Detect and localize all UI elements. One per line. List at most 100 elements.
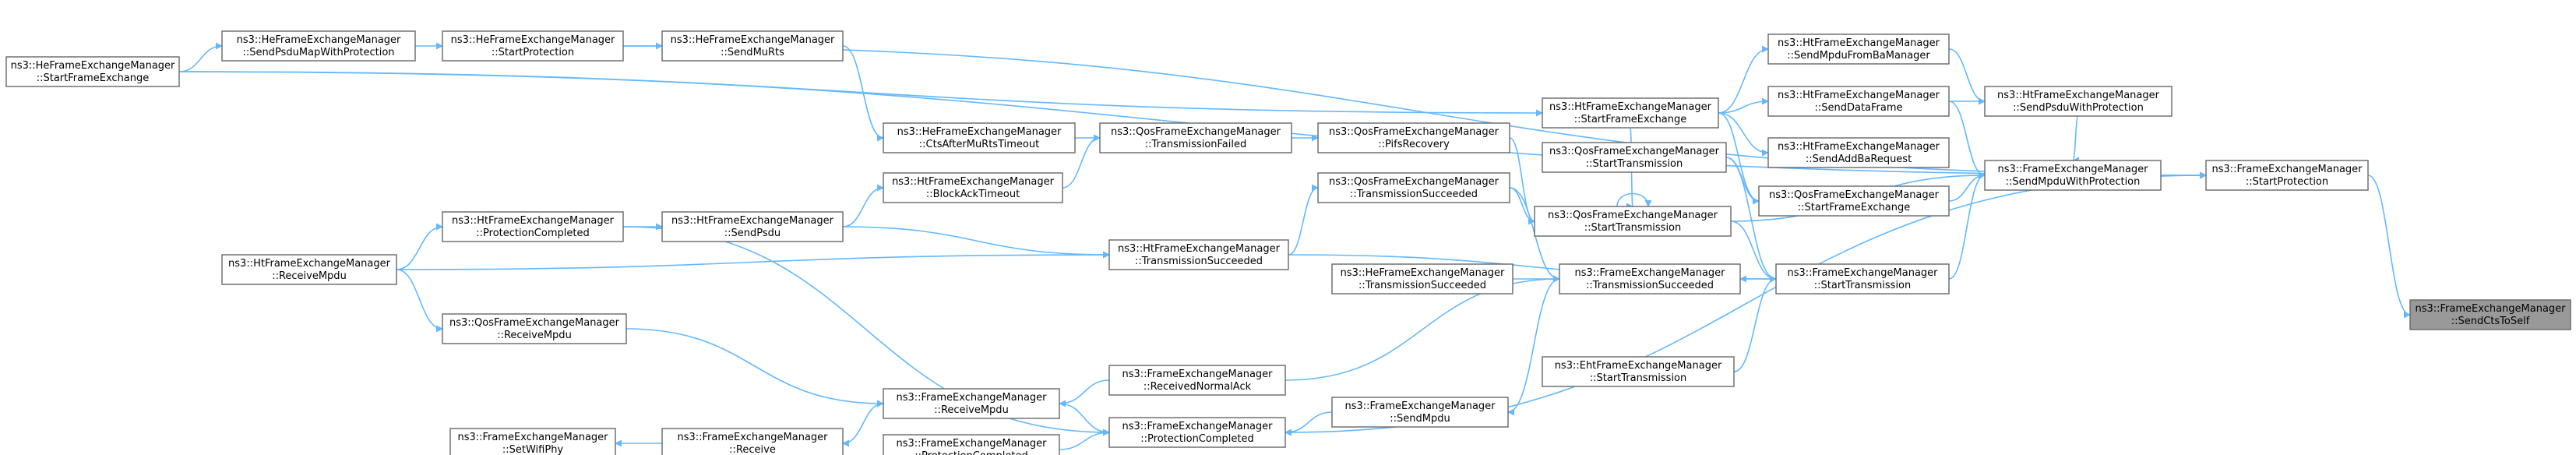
graph-node[interactable]: ns3::HtFrameExchangeManager::Transmissio…: [1108, 239, 1289, 270]
graph-node[interactable]: ns3::FrameExchangeManager::SendCtsToSelf: [2409, 299, 2571, 330]
call-edge: [1059, 429, 1110, 450]
graph-node[interactable]: ns3::QosFrameExchangeManager::Transmissi…: [1317, 172, 1510, 203]
node-box: [883, 434, 1060, 455]
node-box: [661, 30, 844, 62]
graph-node[interactable]: ns3::FrameExchangeManager::SendMpdu: [1331, 397, 1509, 428]
call-edge: [1509, 187, 1535, 225]
node-label-method: ::ReceivedNormalAck: [1144, 381, 1252, 393]
node-label-class: ns3::HtFrameExchangeManager: [892, 176, 1055, 188]
graph-node[interactable]: ns3::HeFrameExchangeManager::Transmissio…: [1331, 263, 1514, 295]
graph-node[interactable]: ns3::FrameExchangeManager::StartProtecti…: [2205, 160, 2369, 191]
call-edge: [1284, 411, 1333, 436]
node-box: [1542, 356, 1735, 387]
call-edge: [1507, 278, 1560, 416]
node-label-class: ns3::HeFrameExchangeManager: [11, 60, 175, 72]
graph-node[interactable]: ns3::HeFrameExchangeManager::StartProtec…: [442, 30, 624, 62]
node-box: [1767, 137, 1950, 168]
node-label-class: ns3::HeFrameExchangeManager: [237, 34, 401, 46]
node-label-method: ::ProtectionCompleted: [1140, 433, 1253, 445]
graph-node[interactable]: ns3::HtFrameExchangeManager::SendPsdu: [661, 211, 844, 242]
node-label-method: ::TransmissionFailed: [1145, 139, 1246, 150]
graph-node[interactable]: ns3::EhtFrameExchangeManager::StartTrans…: [1542, 356, 1735, 387]
graph-node[interactable]: ns3::HtFrameExchangeManager::SendDataFra…: [1767, 86, 1950, 117]
node-label-method: ::SendMpduWithProtection: [2006, 176, 2141, 188]
node-label-method: ::Receive: [729, 444, 776, 455]
node-label-method: ::StartProtection: [492, 47, 574, 58]
graph-node[interactable]: ns3::QosFrameExchangeManager::StartFrame…: [1758, 185, 1950, 217]
graph-node[interactable]: ns3::HtFrameExchangeManager::SendMpduFro…: [1767, 34, 1950, 65]
node-box: [1317, 172, 1510, 203]
graph-node[interactable]: ns3::HeFrameExchangeManager::SendPsduMap…: [221, 30, 416, 62]
node-label-method: ::StartFrameExchange: [37, 72, 150, 84]
node-box: [1775, 263, 1950, 295]
node-label-method: ::StartTransmission: [1586, 158, 1683, 170]
graph-node[interactable]: ns3::HeFrameExchangeManager::StartFrameE…: [5, 56, 180, 87]
graph-node[interactable]: ns3::FrameExchangeManager::TransmissionS…: [1559, 263, 1741, 295]
node-label-method: ::SendDataFrame: [1814, 102, 1902, 114]
node-label-class: ns3::FrameExchangeManager: [1122, 369, 1273, 380]
node-label-class: ns3::QosFrameExchangeManager: [1549, 146, 1720, 157]
call-edge: [2072, 115, 2080, 164]
node-label-method: ::PifsRecovery: [1378, 139, 1450, 150]
node-label-class: ns3::HtFrameExchangeManager: [1997, 90, 2160, 101]
graph-node[interactable]: ns3::QosFrameExchangeManager::ReceiveMpd…: [442, 313, 627, 344]
node-label-class: ns3::EhtFrameExchangeManager: [1555, 360, 1722, 372]
node-label-class: ns3::FrameExchangeManager: [457, 432, 608, 443]
node-label-class: ns3::QosFrameExchangeManager: [1111, 126, 1281, 138]
graph-node[interactable]: ns3::HeFrameExchangeManager::CtsAfterMuR…: [883, 122, 1076, 153]
node-box: [883, 172, 1063, 203]
node-label-class: ns3::FrameExchangeManager: [896, 438, 1047, 450]
graph-node[interactable]: ns3::FrameExchangeManager::ReceivedNorma…: [1108, 365, 1286, 396]
node-label-class: ns3::FrameExchangeManager: [1344, 400, 1496, 412]
node-box: [661, 428, 844, 455]
graph-node[interactable]: ns3::FrameExchangeManager::ReceiveMpdu: [883, 388, 1060, 419]
graph-node[interactable]: ns3::HtFrameExchangeManager::StartFrameE…: [1542, 97, 1719, 129]
call-edge: [1733, 275, 1777, 372]
graph-node[interactable]: ns3::HtFrameExchangeManager::ReceiveMpdu: [221, 254, 397, 285]
graph-node[interactable]: ns3::QosFrameExchangeManager::Transmissi…: [1099, 122, 1292, 153]
node-box: [1542, 97, 1719, 129]
node-box: [221, 254, 397, 285]
node-box: [221, 30, 416, 62]
graph-node[interactable]: ns3::HeFrameExchangeManager::SendMuRts: [661, 30, 844, 62]
call-edge: [1509, 137, 1535, 225]
node-label-class: ns3::HeFrameExchangeManager: [671, 34, 835, 46]
node-box: [1108, 365, 1286, 396]
graph-node[interactable]: ns3::FrameExchangeManager::ProtectionCom…: [1108, 417, 1286, 448]
call-edge: [1948, 48, 1986, 105]
node-label-class: ns3::HtFrameExchangeManager: [228, 258, 391, 270]
call-edge: [842, 184, 884, 227]
node-label-method: ::TransmissionSucceeded: [1586, 280, 1714, 291]
graph-node[interactable]: ns3::FrameExchangeManager::SetWifiPhy: [449, 428, 616, 455]
node-label-method: ::StartTransmission: [1590, 372, 1687, 384]
call-edge: [1059, 379, 1110, 407]
graph-node[interactable]: ns3::FrameExchangeManager::StartTransmis…: [1775, 263, 1950, 295]
node-box: [1534, 206, 1732, 237]
node-box: [883, 388, 1060, 419]
graph-node[interactable]: ns3::HtFrameExchangeManager::SendPsduWit…: [1984, 86, 2173, 117]
nodes-layer: ns3::FrameExchangeManager::SendCtsToSelf…: [5, 30, 2571, 455]
node-box: [1767, 34, 1950, 65]
graph-node[interactable]: ns3::FrameExchangeManager::SendMpduWithP…: [1984, 160, 2162, 191]
graph-node[interactable]: ns3::HtFrameExchangeManager::BlockAckTim…: [883, 172, 1063, 203]
node-label-class: ns3::HtFrameExchangeManager: [1778, 37, 1940, 49]
node-box: [449, 428, 616, 455]
graph-node[interactable]: ns3::HtFrameExchangeManager::ProtectionC…: [442, 211, 624, 242]
graph-node[interactable]: ns3::QosFrameExchangeManager::StartTrans…: [1542, 142, 1727, 173]
graph-node[interactable]: ns3::HtFrameExchangeManager::SendAddBaRe…: [1767, 137, 1950, 168]
call-edge: [622, 45, 2207, 179]
node-label-method: ::SendPsduMapWithProtection: [242, 47, 394, 58]
call-edge: [2367, 175, 2411, 319]
node-box: [442, 30, 624, 62]
call-edge: [1059, 403, 1110, 436]
node-box: [1559, 263, 1741, 295]
graph-node[interactable]: ns3::FrameExchangeManager::Receive: [661, 428, 844, 455]
graph-node[interactable]: ns3::FrameExchangeManager::ProtectionCom…: [883, 434, 1060, 455]
node-label-class: ns3::QosFrameExchangeManager: [1548, 210, 1718, 221]
node-label-method: ::SendPsdu: [724, 227, 781, 239]
node-label-method: ::TransmissionSucceeded: [1135, 256, 1263, 267]
node-box: [1108, 239, 1289, 270]
graph-node[interactable]: ns3::QosFrameExchangeManager::StartTrans…: [1534, 206, 1732, 237]
graph-node[interactable]: ns3::QosFrameExchangeManager::PifsRecove…: [1317, 122, 1510, 153]
